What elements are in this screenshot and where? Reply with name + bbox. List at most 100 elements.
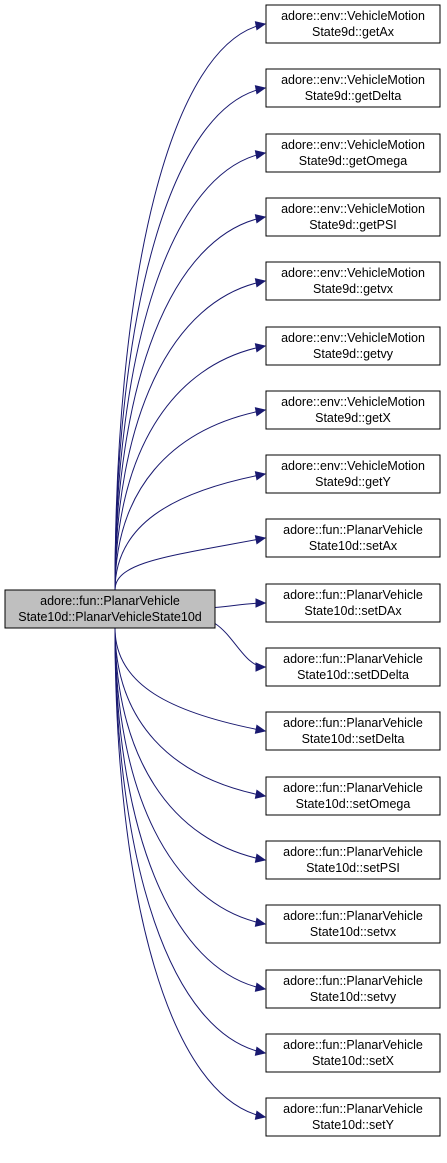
target-node-line1: adore::env::VehicleMotion <box>281 73 425 87</box>
arrowhead <box>254 471 267 481</box>
arrowhead <box>254 214 267 224</box>
target-node-box <box>265 711 441 751</box>
target-node[interactable]: adore::fun::PlanarVehicleState10d::setOm… <box>265 776 441 816</box>
arrowhead <box>254 917 267 927</box>
target-node-line2: State9d::getX <box>315 411 391 425</box>
target-node-line1: adore::fun::PlanarVehicle <box>283 909 423 923</box>
target-node-box <box>265 4 441 44</box>
call-edge <box>114 216 266 591</box>
target-node[interactable]: adore::fun::PlanarVehicleState10d::setAx <box>265 518 441 558</box>
target-node-box <box>265 261 441 301</box>
target-node[interactable]: adore::fun::PlanarVehicleState10d::setX <box>265 1033 441 1073</box>
arrowhead <box>254 789 267 799</box>
arrowhead <box>254 1046 267 1056</box>
target-node[interactable]: adore::fun::PlanarVehicleState10d::setPS… <box>265 840 441 880</box>
call-edge <box>214 623 266 668</box>
target-node-box <box>265 776 441 816</box>
target-node-line2: State10d::setvy <box>310 990 397 1004</box>
target-node-line1: adore::fun::PlanarVehicle <box>283 523 423 537</box>
target-node-box <box>265 583 441 623</box>
target-node[interactable]: adore::env::VehicleMotionState9d::getOme… <box>265 133 441 173</box>
arrowhead <box>254 278 267 288</box>
arrowhead <box>254 150 267 160</box>
target-node-box <box>265 969 441 1009</box>
target-node-box <box>265 1033 441 1073</box>
target-node-line1: adore::fun::PlanarVehicle <box>283 652 423 666</box>
target-node-box <box>265 518 441 558</box>
arrowhead <box>254 853 267 863</box>
target-node-line2: State10d::setDelta <box>302 732 405 746</box>
target-node-line2: State9d::getPSI <box>309 218 397 232</box>
target-node-line2: State10d::setY <box>312 1118 395 1132</box>
target-node-line2: State9d::getY <box>315 475 391 489</box>
target-node-line1: adore::env::VehicleMotion <box>281 138 425 152</box>
arrowhead <box>254 982 267 992</box>
target-node-line1: adore::fun::PlanarVehicle <box>283 716 423 730</box>
target-node[interactable]: adore::fun::PlanarVehicleState10d::setvy <box>265 969 441 1009</box>
call-edge <box>114 627 266 732</box>
call-edge <box>114 23 266 591</box>
target-node-box <box>265 326 441 366</box>
target-node-box <box>265 454 441 494</box>
target-node-line2: State9d::getvy <box>313 347 394 361</box>
source-node[interactable]: adore::fun::PlanarVehicle State10d::Plan… <box>4 589 216 629</box>
call-edge <box>114 627 266 990</box>
target-node-line1: adore::fun::PlanarVehicle <box>283 1102 423 1116</box>
call-edge <box>114 473 266 591</box>
source-node-line2: State10d::PlanarVehicleState10d <box>18 610 202 624</box>
target-node-line1: adore::fun::PlanarVehicle <box>283 588 423 602</box>
target-node[interactable]: adore::fun::PlanarVehicleState10d::setY <box>265 1097 441 1137</box>
target-node-line1: adore::fun::PlanarVehicle <box>283 1038 423 1052</box>
target-node-line1: adore::env::VehicleMotion <box>281 459 425 473</box>
target-nodes: adore::env::VehicleMotionState9d::getAxa… <box>265 4 441 1137</box>
target-node-box <box>265 390 441 430</box>
target-node-line2: State10d::setvx <box>310 925 397 939</box>
target-node-box <box>265 1097 441 1137</box>
target-node-box <box>265 68 441 108</box>
target-node-line1: adore::env::VehicleMotion <box>281 266 425 280</box>
arrowhead <box>254 21 267 31</box>
target-node[interactable]: adore::fun::PlanarVehicleState10d::setvx <box>265 904 441 944</box>
target-node-line1: adore::env::VehicleMotion <box>281 395 425 409</box>
target-node-box <box>265 133 441 173</box>
target-node-box <box>265 197 441 237</box>
arrowhead <box>254 535 267 545</box>
call-edges <box>114 21 267 1120</box>
arrowhead <box>254 1110 267 1120</box>
target-node-line2: State10d::setX <box>312 1054 395 1068</box>
target-node-line1: adore::env::VehicleMotion <box>281 9 425 23</box>
arrowhead <box>254 724 267 734</box>
target-node[interactable]: adore::env::VehicleMotionState9d::getDel… <box>265 68 441 108</box>
target-node[interactable]: adore::fun::PlanarVehicleState10d::setDD… <box>265 647 441 687</box>
target-node-line2: State10d::setAx <box>309 539 398 553</box>
target-node-line2: State10d::setPSI <box>306 861 400 875</box>
target-node-line2: State9d::getOmega <box>299 154 407 168</box>
call-edge <box>114 345 266 591</box>
arrowhead <box>254 343 267 353</box>
call-edge <box>114 627 266 1054</box>
target-node-line2: State9d::getDelta <box>305 89 402 103</box>
target-node-line2: State10d::setDDelta <box>297 668 409 682</box>
call-edge <box>114 537 266 591</box>
call-edge <box>114 627 266 925</box>
target-node-line1: adore::env::VehicleMotion <box>281 331 425 345</box>
target-node-line1: adore::env::VehicleMotion <box>281 202 425 216</box>
target-node-line2: State9d::getAx <box>312 25 395 39</box>
call-edge <box>114 280 266 591</box>
target-node-line2: State9d::getvx <box>313 282 394 296</box>
arrowhead <box>255 598 267 608</box>
target-node[interactable]: adore::fun::PlanarVehicleState10d::setDA… <box>265 583 441 623</box>
target-node-box <box>265 840 441 880</box>
arrowhead <box>255 662 267 672</box>
target-node[interactable]: adore::fun::PlanarVehicleState10d::setDe… <box>265 711 441 751</box>
call-edge <box>114 627 266 861</box>
target-node-line1: adore::fun::PlanarVehicle <box>283 781 423 795</box>
target-node-line1: adore::fun::PlanarVehicle <box>283 845 423 859</box>
